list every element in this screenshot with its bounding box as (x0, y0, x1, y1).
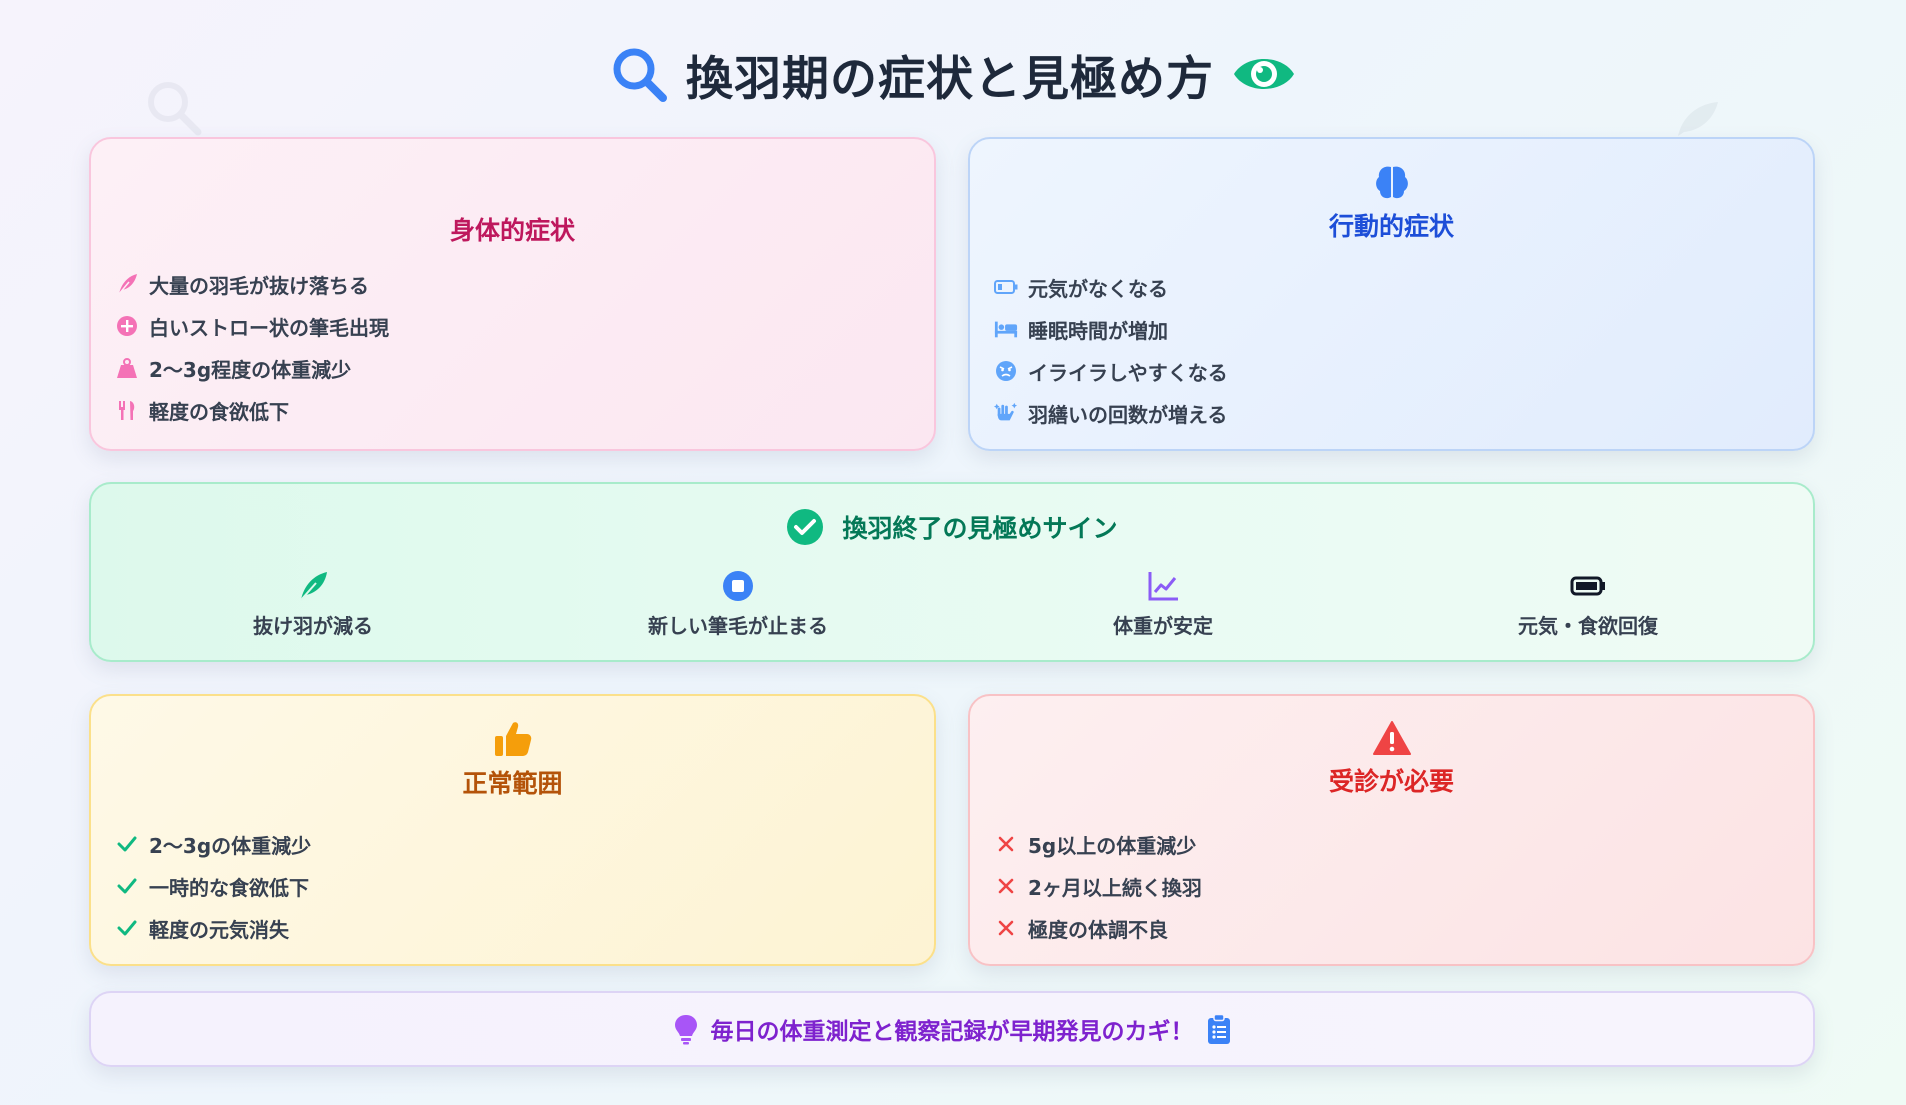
sign-label: 抜け羽が減る (253, 614, 373, 638)
list-item-label: 2〜3g程度の体重減少 (149, 357, 352, 382)
list-item: 極度の体調不良 (994, 907, 1202, 949)
list-item-label: 5g以上の体重減少 (1028, 833, 1197, 858)
check-icon (117, 878, 137, 894)
list-item: 2〜3gの体重減少 (115, 823, 311, 865)
footer-tip-banner: 毎日の体重測定と観察記録が早期発見のカギ！ (89, 991, 1815, 1067)
list-item-label: 2〜3gの体重減少 (149, 833, 312, 858)
list-item-label: 2ヶ月以上続く換羽 (1028, 875, 1202, 900)
list-item: 軽度の元気消失 (115, 907, 311, 949)
list-item-label: 元気がなくなる (1028, 276, 1168, 301)
list-item: 一時的な食欲低下 (115, 865, 311, 907)
behavioral-symptoms-card: 行動的症状 元気がなくなる 睡眠時間が増加 イライラしやすくなる 羽繕いの回数が… (968, 137, 1815, 451)
list-item-label: 羽繕いの回数が増える (1028, 402, 1228, 427)
list-item-label: 白いストロー状の筆毛出現 (149, 315, 389, 340)
list-item: 5g以上の体重減少 (994, 823, 1202, 865)
eye-icon (1234, 59, 1294, 89)
feather-icon (300, 572, 327, 601)
page-header: 換羽期の症状と見極め方 (0, 38, 1906, 110)
list-item: 羽繕いの回数が増える (994, 392, 1228, 434)
vet-needed-card: 受診が必要 5g以上の体重減少 2ヶ月以上続く換羽 極度の体調不良 (968, 694, 1815, 966)
weight-icon (117, 358, 137, 378)
physical-symptoms-title: 身体的症状 (449, 216, 575, 245)
list-item-label: 軽度の食欲低下 (149, 399, 289, 424)
sign-item: 抜け羽が減る (113, 570, 513, 639)
sign-label: 元気・食欲回復 (1518, 614, 1658, 638)
warning-icon (1372, 721, 1411, 755)
list-item: 睡眠時間が増加 (994, 308, 1228, 350)
stop-circle-icon (723, 571, 753, 601)
list-item-label: 一時的な食欲低下 (149, 875, 309, 900)
list-item: イライラしやすくなる (994, 350, 1228, 392)
cross-icon (998, 920, 1014, 936)
clipboard-icon (1207, 1013, 1230, 1044)
cross-icon (998, 836, 1014, 852)
battery-full-icon (1570, 576, 1605, 596)
background-search-icon (148, 82, 202, 136)
sign-item: 体重が安定 (963, 570, 1363, 639)
feather-icon (118, 274, 137, 295)
utensils-icon (119, 401, 135, 420)
angry-face-icon (996, 361, 1016, 381)
brain-icon (1375, 166, 1408, 199)
page-title: 換羽期の症状と見極め方 (686, 51, 1214, 107)
vet-needed-title: 受診が必要 (1328, 767, 1454, 796)
chart-line-icon (1148, 572, 1178, 601)
sign-item: 新しい筆毛が止まる (538, 570, 938, 639)
list-item-label: 極度の体調不良 (1028, 917, 1168, 942)
search-icon (613, 48, 667, 102)
list-item-label: 大量の羽毛が抜け落ちる (149, 273, 369, 298)
normal-range-title: 正常範囲 (462, 769, 563, 798)
sign-label: 新しい筆毛が止まる (648, 614, 828, 638)
check-icon (117, 836, 137, 852)
check-circle-icon (787, 509, 824, 545)
thumbs-up-icon (494, 722, 531, 756)
behavioral-symptoms-title: 行動的症状 (1328, 212, 1454, 241)
bed-icon (994, 321, 1018, 338)
plus-circle-icon (117, 316, 137, 336)
list-item: 軽度の食欲低下 (115, 389, 389, 431)
normal-range-card: 正常範囲 2〜3gの体重減少 一時的な食欲低下 軽度の元気消失 (89, 694, 936, 966)
molt-end-signs-title: 換羽終了の見極めサイン (842, 514, 1118, 543)
background-feather-icon (1678, 102, 1718, 136)
list-item: 元気がなくなる (994, 266, 1228, 308)
list-item-label: イライラしやすくなる (1028, 360, 1228, 385)
footer-tip-text: 毎日の体重測定と観察記録が早期発見のカギ！ (710, 1019, 1194, 1045)
battery-low-icon (994, 280, 1018, 294)
physical-symptoms-card: 身体的症状 大量の羽毛が抜け落ちる 白いストロー状の筆毛出現 2〜3g程度の体重… (89, 137, 936, 451)
sign-label: 体重が安定 (1113, 614, 1213, 638)
list-item: 白いストロー状の筆毛出現 (115, 305, 389, 347)
hand-sparkles-icon (994, 402, 1018, 421)
list-item: 2ヶ月以上続く換羽 (994, 865, 1202, 907)
list-item: 2〜3g程度の体重減少 (115, 347, 389, 389)
molt-end-signs-card: 換羽終了の見極めサイン 抜け羽が減る 新しい筆毛が止まる 体重が安定 元気・食欲… (89, 482, 1815, 662)
sign-item: 元気・食欲回復 (1388, 570, 1788, 639)
lightbulb-icon (674, 1015, 697, 1045)
list-item-label: 軽度の元気消失 (149, 917, 289, 942)
list-item-label: 睡眠時間が増加 (1028, 318, 1168, 343)
cross-icon (998, 878, 1014, 894)
check-icon (117, 920, 137, 936)
list-item: 大量の羽毛が抜け落ちる (115, 263, 389, 305)
